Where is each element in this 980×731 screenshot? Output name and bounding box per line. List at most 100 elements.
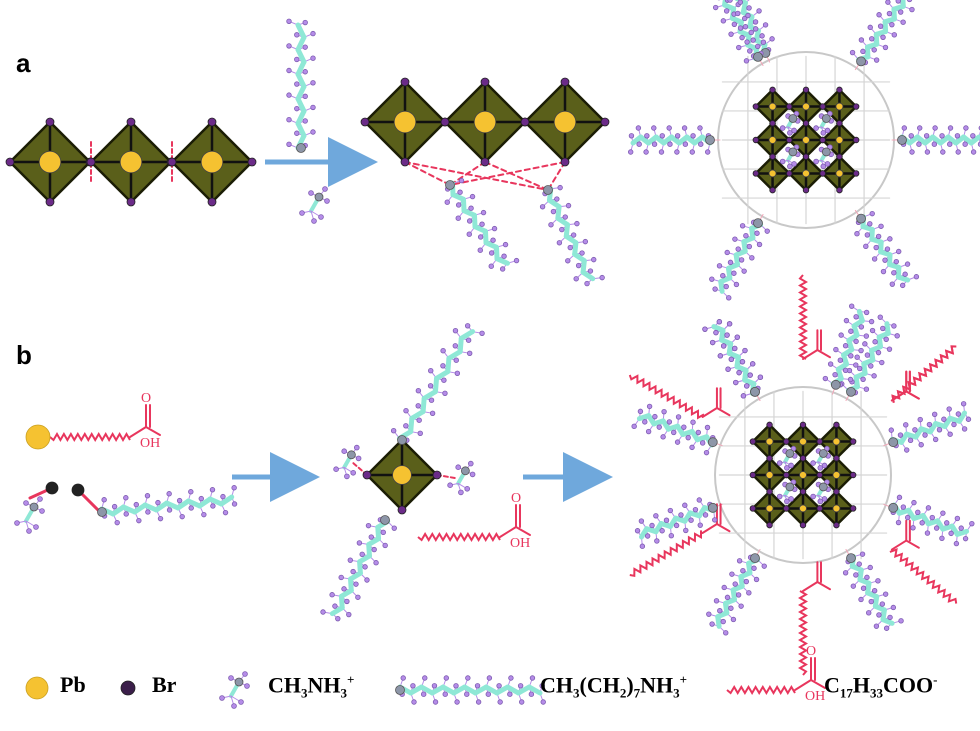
hydrogen-atom (891, 32, 898, 38)
bromine-atom (816, 438, 823, 445)
nitrogen-atom (314, 192, 324, 202)
hydrogen-atom (762, 22, 769, 28)
hydrogen-atom (744, 383, 750, 389)
hydrogen-atom (458, 489, 464, 496)
bromine-atom (816, 505, 823, 512)
hydrogen-atom (452, 327, 459, 334)
hydrogen-atom (727, 0, 733, 3)
hydrogen-atom (350, 469, 357, 476)
hydrogen-atom (747, 48, 753, 54)
hydrogen-atom (441, 377, 447, 383)
hydrogen-atom (286, 117, 292, 123)
hydrogen-atom (627, 149, 634, 155)
hydrogen-atom (923, 133, 930, 139)
hydrogen-atom (736, 558, 743, 564)
hydrogen-atom (353, 581, 359, 587)
hydrogen-bond (449, 161, 566, 186)
hydrogen-atom (853, 338, 859, 345)
bromine-atom (480, 157, 490, 167)
hydrogen-atom (188, 505, 194, 511)
hydrogen-atom (917, 125, 923, 131)
hydrogen-atom (734, 334, 740, 340)
chain-backbone (968, 134, 980, 146)
hydrogen-atom (745, 12, 751, 19)
hydrogen-atom (477, 247, 483, 253)
chain-backbone (458, 329, 476, 341)
hydroxyl-label: OH (805, 689, 825, 704)
bromine-atom (849, 438, 857, 445)
hydrogen-atom (940, 149, 946, 155)
hydrogen-atom (382, 542, 388, 549)
bromine-atom (766, 455, 773, 462)
lead-atom (832, 437, 841, 446)
hydrogen-atom (749, 255, 755, 261)
hydrogen-atom (310, 30, 316, 37)
bromine-atom (440, 117, 450, 127)
hydrogen-atom (723, 283, 729, 290)
hydrogen-atom (529, 675, 536, 681)
hydrogen-atom (954, 133, 961, 139)
hydrogen-atom (742, 24, 749, 30)
lead-atom (835, 169, 844, 178)
hydrogen-atom (442, 691, 448, 697)
hydrogen-atom (886, 346, 893, 352)
hydrogen-atom (231, 703, 237, 709)
hydrogen-atom (656, 424, 662, 430)
lead-atom (832, 504, 841, 513)
hydrogen-atom (860, 376, 866, 382)
hydrogen-atom (359, 551, 365, 558)
bromine-atom (247, 157, 257, 167)
hydrogen-atom (101, 497, 107, 503)
chain-backbone (884, 321, 891, 336)
hydrogen-atom (663, 517, 670, 523)
hydrogen-atom (444, 199, 450, 205)
lead-atom (553, 110, 577, 134)
nitrogen-atom (788, 147, 798, 157)
hydrogen-atom (877, 23, 884, 29)
hydrogen-atom (643, 149, 649, 155)
bromine-atom (752, 136, 760, 144)
hydrogen-atom (454, 370, 461, 377)
hydrogen-atom (723, 8, 730, 14)
hydrogen-atom (720, 618, 726, 625)
bromine-atom (833, 521, 840, 529)
hydrogen-atom (871, 47, 877, 53)
lead-atom (119, 150, 143, 174)
panel-label-a: a (16, 48, 31, 78)
nitrogen-atom (846, 386, 856, 397)
hydrogen-atom (364, 577, 370, 583)
hydrogen-atom (570, 232, 577, 238)
hydrogen-atom (469, 471, 476, 478)
hydrogen-atom (875, 349, 882, 356)
hydrogen-atom (344, 473, 350, 480)
hydrogen-atom (848, 328, 854, 334)
nitrogen-atom (395, 685, 405, 695)
hydrogen-atom (824, 161, 831, 167)
nitrogen-atom (785, 482, 795, 492)
hydrogen-atom (415, 403, 421, 409)
hydrogen-atom (712, 517, 718, 523)
lead-atom (835, 136, 844, 144)
nitrogen-atom (818, 482, 828, 492)
hydrogen-atom (842, 343, 849, 349)
hydrogen-atom (556, 240, 563, 246)
hydrogen-atom (692, 506, 699, 513)
hydrogen-atom (294, 56, 300, 63)
hydrogen-atom (744, 39, 750, 45)
hydrogen-atom (810, 460, 816, 466)
hydrogen-atom (958, 525, 964, 531)
nitrogen-atom (543, 185, 553, 195)
hydrogen-atom (432, 699, 439, 705)
hydrogen-atom (703, 449, 710, 456)
hydrogen-atom (897, 432, 904, 438)
hydrogen-atom (646, 403, 653, 410)
carboxyl-bond (905, 539, 920, 549)
hydrogen-atom (390, 427, 397, 434)
lead-atom (768, 136, 777, 144)
hydrogen-atom (599, 274, 605, 281)
lead-atom (765, 504, 774, 513)
chain-backbone (895, 274, 911, 283)
hydrogen-atom (738, 257, 745, 263)
hydrogen-atom (741, 268, 747, 274)
hydrogen-atom (466, 350, 473, 357)
